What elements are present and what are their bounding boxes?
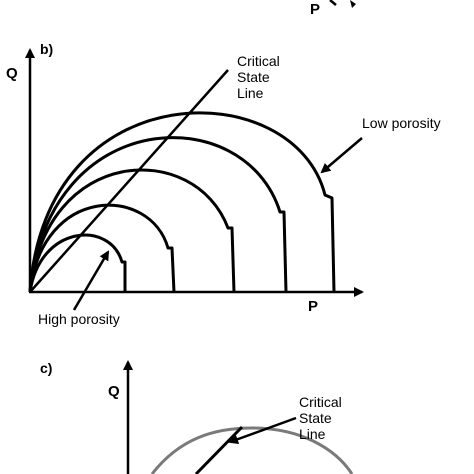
panel-c-csl-label-line-3: Line [299, 426, 326, 442]
high-porosity-label: High porosity [38, 311, 120, 327]
panel-a-fragment-mark [329, 0, 337, 6]
low-porosity-label: Low porosity [362, 115, 441, 131]
panel-b-csl-label-line-2: State [237, 69, 270, 85]
panel-b-csl-label-line-1: Critical [237, 53, 280, 69]
panel-b: b) Q P Critical State Line Low porosity … [6, 41, 441, 327]
panel-b-q-axis-label: Q [6, 65, 18, 82]
panel-a-arrow-fragment [350, 0, 356, 8]
panel-c-critical-state-line [194, 425, 244, 474]
panel-c-yield-curve [150, 426, 354, 474]
panel-c: c) Q Critical State Line [40, 360, 354, 474]
panel-a-remnant: P [310, 0, 356, 18]
panel-c-csl-label-line-2: State [299, 410, 332, 426]
panel-a-p-axis-label: P [310, 1, 320, 18]
yield-surface-1 [28, 233, 127, 293]
low-porosity-arrow [320, 137, 363, 174]
panel-c-q-axis-label: Q [108, 383, 120, 400]
panel-b-critical-state-line [29, 69, 229, 293]
panel-b-csl-label-line-3: Line [237, 85, 264, 101]
yield-surface-3 [28, 168, 236, 293]
panel-b-label: b) [40, 41, 53, 57]
panel-c-csl-label-line-1: Critical [299, 394, 342, 410]
yield-surface-4 [28, 136, 288, 293]
panel-c-csl-arrow [228, 416, 297, 444]
panel-c-label: c) [40, 360, 52, 376]
high-porosity-arrow [72, 250, 110, 311]
panel-b-p-axis-label: P [308, 298, 318, 315]
yield-surface-5 [28, 111, 336, 293]
